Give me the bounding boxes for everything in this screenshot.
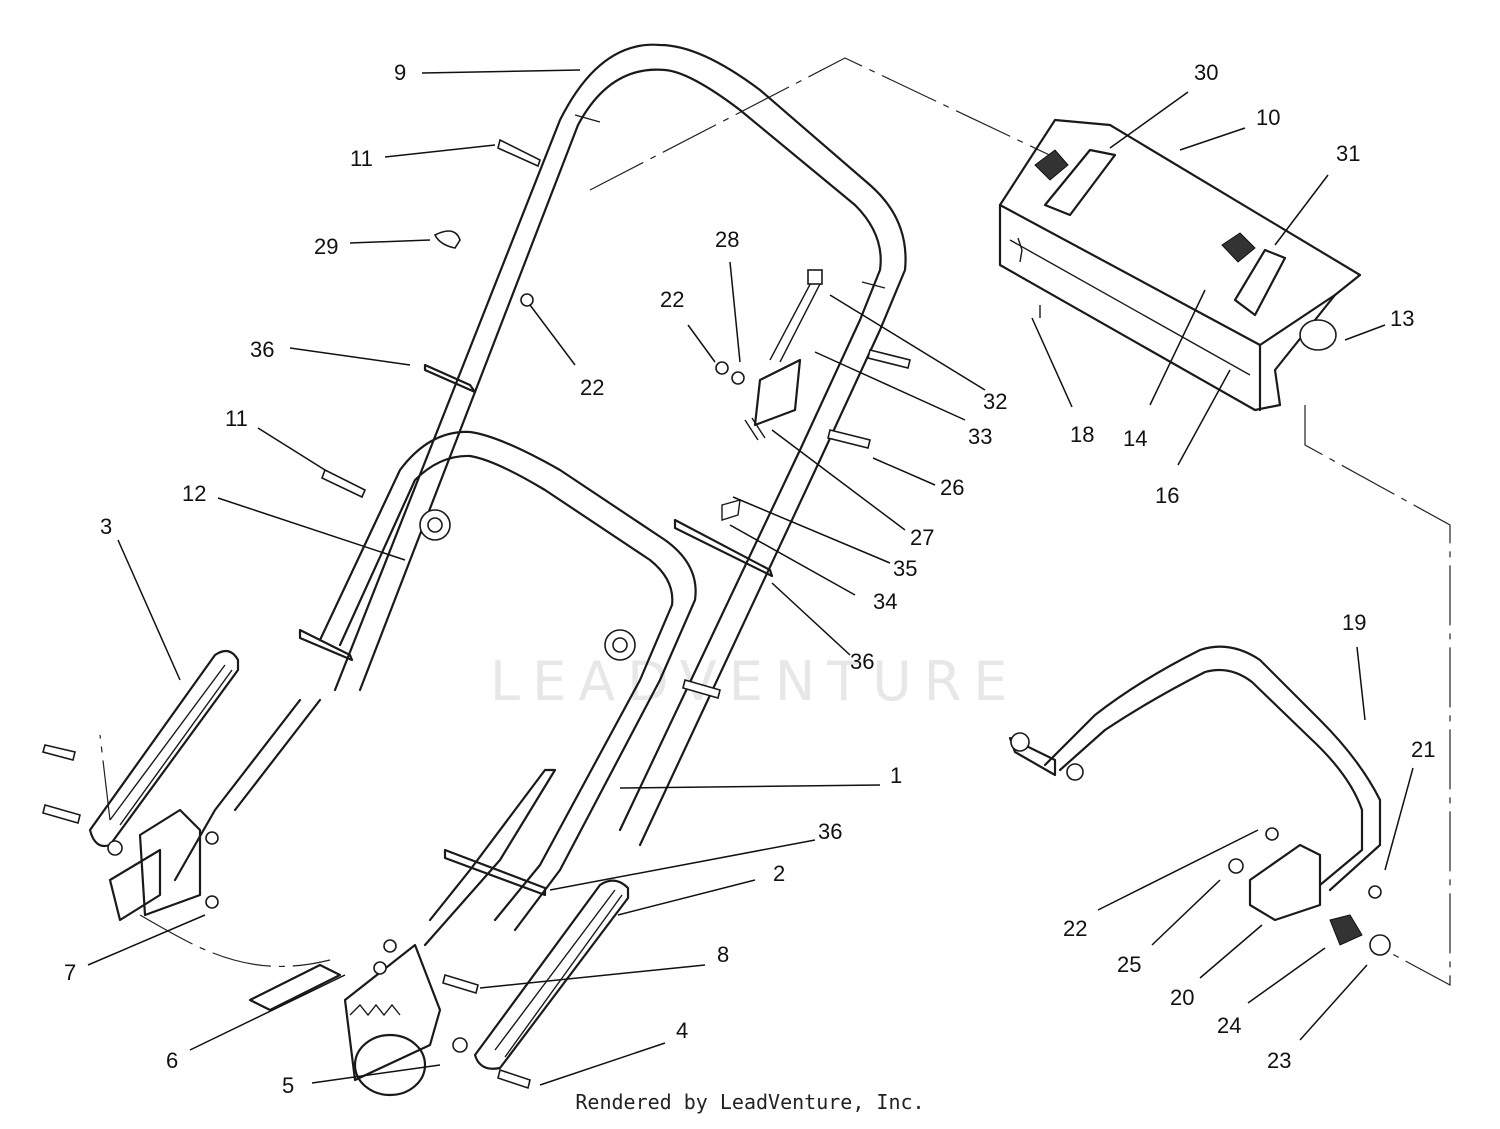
callout-13: 13: [1390, 306, 1414, 331]
callout-36-lower: 36: [818, 819, 842, 844]
callout-34: 34: [873, 589, 897, 614]
side-plates: [88, 649, 630, 1070]
footer-credit: Rendered by LeadVenture, Inc.: [575, 1090, 925, 1114]
callout-25: 25: [1117, 952, 1141, 977]
cable-guides: [298, 363, 774, 897]
callout-14: 14: [1123, 426, 1147, 451]
callout-32: 32: [983, 389, 1007, 414]
callout-19: 19: [1342, 610, 1366, 635]
callout-23: 23: [1267, 1048, 1291, 1073]
leader-lines: [87, 69, 1414, 1086]
callout-35: 35: [893, 556, 917, 581]
callout-30: 30: [1194, 60, 1218, 85]
callout-29: 29: [314, 234, 338, 259]
hardware: [42, 138, 1041, 1090]
callout-3: 3: [100, 514, 112, 539]
bail-assembly: [1008, 645, 1391, 956]
callout-28: 28: [715, 227, 739, 252]
callout-10: 10: [1256, 105, 1280, 130]
callout-1: 1: [890, 763, 902, 788]
handle-knobs: [419, 509, 636, 661]
callout-11-top: 11: [350, 146, 373, 171]
callout-22-upper: 22: [580, 375, 604, 400]
callout-21: 21: [1411, 737, 1435, 762]
callout-7: 7: [64, 960, 76, 985]
callouts: 9 11 29 36 22 11 12 3 7 6 5 4 8 2 36 1 3…: [64, 60, 1435, 1098]
height-brackets: [108, 808, 442, 1097]
callout-18: 18: [1070, 422, 1094, 447]
callout-22-cable: 22: [660, 287, 684, 312]
callout-6: 6: [166, 1048, 178, 1073]
control-panel: [998, 118, 1362, 412]
watermark: LEADVENTURE: [490, 650, 1019, 713]
callout-33: 33: [968, 424, 992, 449]
callout-9: 9: [394, 60, 406, 85]
callout-20: 20: [1170, 985, 1194, 1010]
callout-2: 2: [773, 861, 785, 886]
callout-26: 26: [940, 475, 964, 500]
callout-31: 31: [1336, 141, 1360, 166]
callout-36-upper: 36: [250, 337, 274, 362]
callout-24: 24: [1217, 1013, 1241, 1038]
callout-8: 8: [717, 942, 729, 967]
callout-22-bail: 22: [1063, 916, 1087, 941]
callout-5: 5: [282, 1073, 294, 1098]
assembly-lines: [99, 57, 1451, 987]
callout-36-mid: 36: [850, 649, 874, 674]
callout-11-lower: 11: [225, 406, 248, 431]
cable-assembly: [744, 269, 823, 441]
callout-12: 12: [182, 481, 206, 506]
callout-16: 16: [1155, 483, 1179, 508]
callout-27: 27: [910, 525, 934, 550]
callout-4: 4: [676, 1018, 688, 1043]
upper-handle: [333, 43, 907, 847]
